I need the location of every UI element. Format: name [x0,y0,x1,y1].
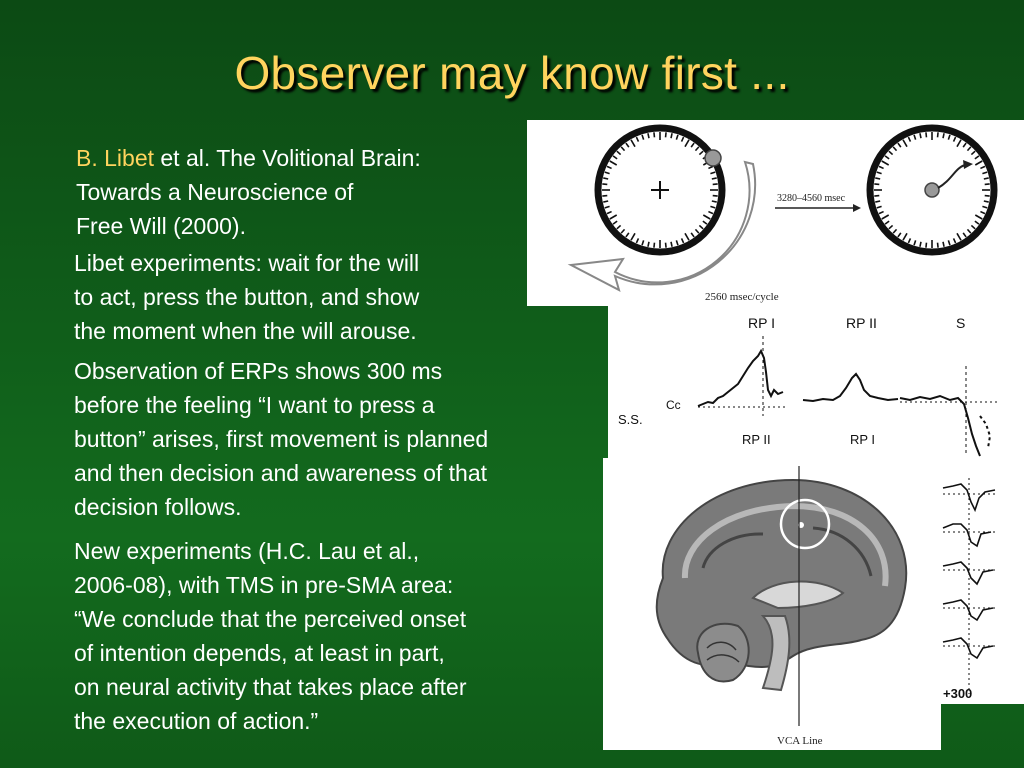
brain-mri-figure: VCA Line [603,458,941,750]
clock-right [866,124,998,256]
label-rp-i-lower: RP I [850,432,875,447]
interval-label: 3280–4560 msec [777,193,846,204]
label-rp-ii-lower: RP II [742,432,771,447]
paragraph-new-experiments: New experiments (H.C. Lau et al., 2006-0… [74,538,467,734]
citation-title-part: et al. The Volitional Brain: [154,145,421,171]
paragraph-libet-experiments: Libet experiments: wait for the will to … [74,250,420,344]
clock-left [594,124,726,256]
citation-line-3: Free Will (2000). [76,213,246,239]
electrode-label: Cc [666,398,681,412]
citation-line-2: Towards a Neuroscience of [76,179,354,205]
cycle-label: 2560 msec/cycle [705,291,779,303]
paragraph-erp-observation: Observation of ERPs shows 300 ms before … [74,358,489,520]
individual-traces-figure: +300 [941,458,1024,704]
time-marker-label: +300 [943,686,972,701]
rotation-arrow [567,160,757,292]
label-s: S [956,315,965,331]
label-rp-ii: RP II [846,315,877,331]
slide-title: Observer may know first ... [234,47,790,99]
erp-traces-figure: RP I RP II S S.S. Cc RP II RP I [608,306,1024,458]
vca-line-label: VCA Line [777,735,823,747]
subject-label: S.S. [618,412,643,427]
libet-clock-figure: 2560 msec/cycle 3280–4560 msec [527,120,1024,306]
label-rp-i: RP I [748,315,775,331]
citation-author: B. Libet [76,145,154,171]
citation: B. Libet et al. The Volitional Brain: To… [76,141,516,243]
